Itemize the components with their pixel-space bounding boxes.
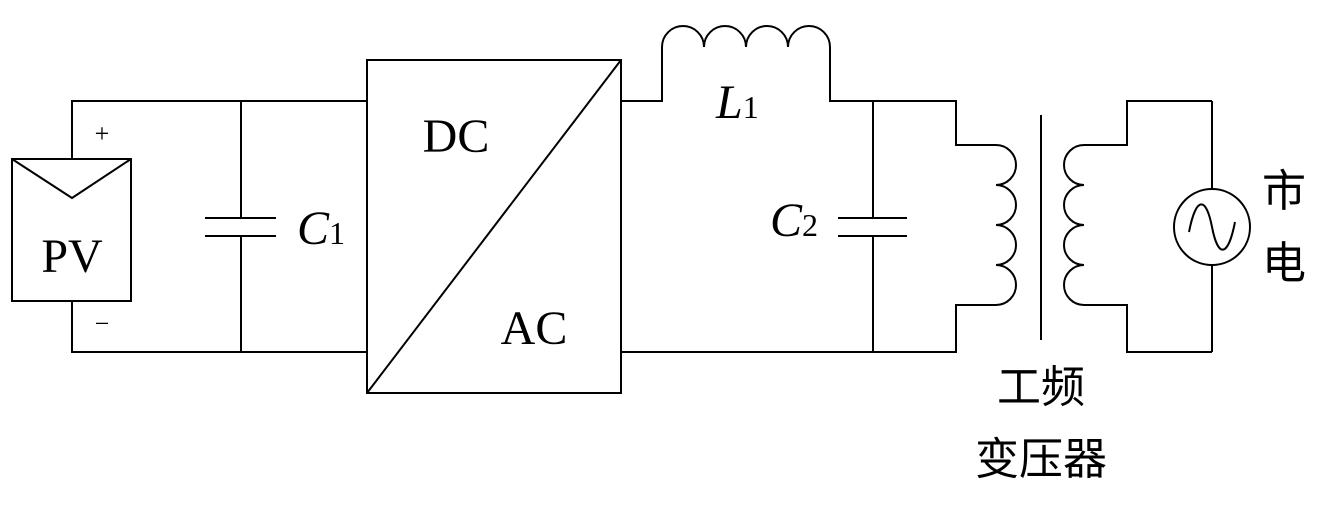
- ac-source-icon: [1173, 101, 1251, 352]
- l1-label: L1: [715, 76, 759, 129]
- dc-bus-wires: [71, 100, 367, 353]
- converter-ac-label: AC: [501, 302, 568, 355]
- dc-ac-converter: [366, 59, 622, 394]
- c2-label: C2: [770, 194, 818, 247]
- pv-label: PV: [41, 230, 103, 283]
- c1-label: C1: [297, 202, 345, 255]
- pv-plus-sign: +: [95, 119, 110, 148]
- transformer: [873, 100, 1212, 353]
- capacitor-c2: [838, 101, 907, 352]
- capacitor-c1: [205, 101, 276, 352]
- grid-label-line2: 电: [1262, 238, 1306, 289]
- inductor-l1: [621, 25, 873, 102]
- transformer-label-line2: 变压器: [975, 434, 1107, 485]
- grid-label-line1: 市: [1262, 166, 1306, 217]
- pv-minus-sign: −: [95, 309, 110, 338]
- transformer-label-line1: 工频: [997, 362, 1085, 413]
- converter-dc-label: DC: [423, 110, 490, 163]
